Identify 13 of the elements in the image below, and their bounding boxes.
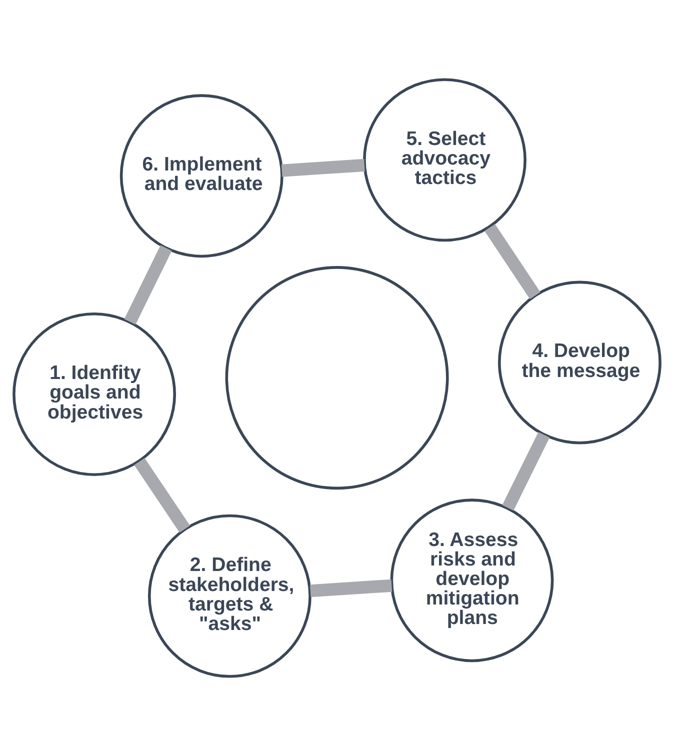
node-circle: 1. Idenfity goals and objectives	[12, 312, 176, 476]
node-circle: 4. Develop the message	[498, 280, 662, 444]
connector	[484, 224, 540, 300]
node-circle: 5. Select advocacy tactics	[363, 78, 526, 242]
node-circle: 3. Assess risks and develop mitigation plans	[390, 498, 554, 662]
connector	[134, 458, 190, 533]
connector	[502, 432, 550, 511]
node-circle: 2. Define stakeholders, targets & "asks"	[148, 514, 312, 678]
node-circle: 6. Implement and evaluate	[120, 94, 284, 258]
connector	[310, 579, 392, 598]
connector	[281, 158, 365, 177]
node-circle	[225, 266, 449, 490]
connector	[124, 245, 172, 325]
